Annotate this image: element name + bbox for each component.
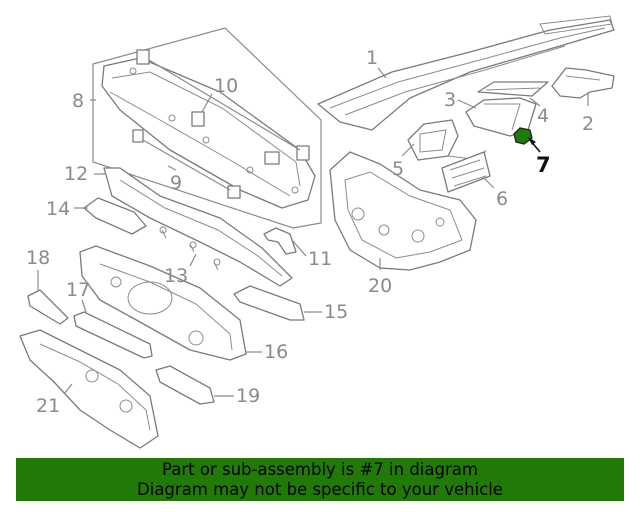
part-14-bracket [83,197,147,235]
callout-7-highlighted: 7 [536,153,551,177]
part-4-screen [477,81,549,97]
part-16-front-panel [79,245,247,361]
subassembly-frame-8 [92,27,322,229]
callout-13: 13 [164,265,188,287]
part-6-grille-block [441,151,491,193]
callout-3: 3 [444,89,456,111]
banner-line-1: Part or sub-assembly is #7 in diagram [162,460,478,479]
callout-1: 1 [366,47,378,69]
part-notice-banner: Part or sub-assembly is #7 in diagram Di… [16,458,624,501]
part-7-clip-highlighted [513,127,541,153]
callout-20: 20 [368,275,392,297]
parts-diagram: 1 2 3 4 5 6 7 8 9 10 11 12 13 14 15 16 1… [19,15,615,449]
part-13-clips [159,226,221,271]
part-9-cowl-panel [101,57,316,209]
callout-19: 19 [236,385,260,407]
callout-11: 11 [308,248,332,270]
banner-line-2: Diagram may not be specific to your vehi… [137,480,503,499]
part-1-cowl-grille [317,15,615,131]
callout-12: 12 [64,163,88,185]
part-3-duct [465,97,537,137]
part-19-bracket [155,365,215,405]
callout-9: 9 [170,172,182,194]
part-18-bracket [27,289,69,325]
callout-18: 18 [26,247,50,269]
part-20-dash-panel [329,151,477,271]
part-10-clips [132,49,310,199]
part-12-reinforcement-bar [103,167,293,287]
callout-8: 8 [72,90,84,112]
part-21-lower-panel [19,329,159,449]
callout-4: 4 [537,105,549,127]
callout-21: 21 [36,395,60,417]
callout-15: 15 [324,301,348,323]
part-15-bracket [233,285,305,321]
callout-14: 14 [46,198,70,220]
callout-10: 10 [214,75,238,97]
callout-6: 6 [496,188,508,210]
part-2-bracket [551,67,615,99]
callout-16: 16 [264,341,288,363]
callout-5: 5 [392,158,404,180]
callout-17: 17 [66,279,90,301]
part-17-strip [73,311,153,359]
leader-lines [37,67,589,397]
callout-2: 2 [582,113,594,135]
part-11-bracket [263,227,297,255]
